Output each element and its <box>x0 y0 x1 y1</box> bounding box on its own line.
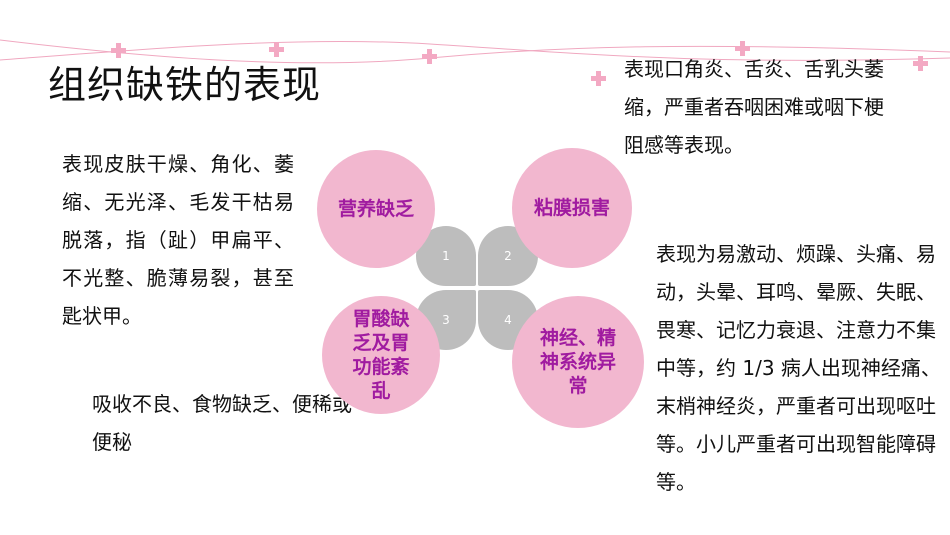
mucosa-symptoms-text: 表现口角炎、舌炎、舌乳头萎缩，严重者吞咽困难或咽下梗阻感等表现。 <box>624 57 884 157</box>
gastric-symptoms-text: 吸收不良、食物缺乏、便稀或便秘 <box>92 392 352 454</box>
decorative-lines <box>0 39 950 86</box>
plus-icon <box>111 43 126 58</box>
circle-label: 胃酸缺乏及胃功能紊乱 <box>352 308 410 402</box>
circle-label: 粘膜损害 <box>533 197 610 219</box>
neuro-symptoms-text: 表现为易激动、烦躁、头痛、易动，头晕、耳鸣、晕厥、失眠、畏寒、记忆力衰退、注意力… <box>656 242 941 494</box>
page-title: 组织缺铁的表现 <box>48 63 322 107</box>
circle-label: 神经、精神系统异常 <box>539 327 616 397</box>
plus-icon <box>735 41 750 56</box>
plus-icon <box>422 49 437 64</box>
circle-neuro-abnormal: 神经、精神系统异常 <box>512 296 644 428</box>
circle-gastric-disorder: 胃酸缺乏及胃功能紊乱 <box>322 296 440 414</box>
plus-icon <box>913 56 928 71</box>
skin-symptoms-text: 表现皮肤干燥、角化、萎缩、无光泽、毛发干枯易脱落，指（趾）甲扁平、不光整、脆薄易… <box>62 152 294 328</box>
circle-label: 营养缺乏 <box>337 198 414 220</box>
plus-icon <box>269 42 284 57</box>
circle-mucosa-damage: 粘膜损害 <box>512 148 632 268</box>
plus-icon <box>591 71 606 86</box>
circle-nutrition-deficiency: 营养缺乏 <box>317 150 435 268</box>
